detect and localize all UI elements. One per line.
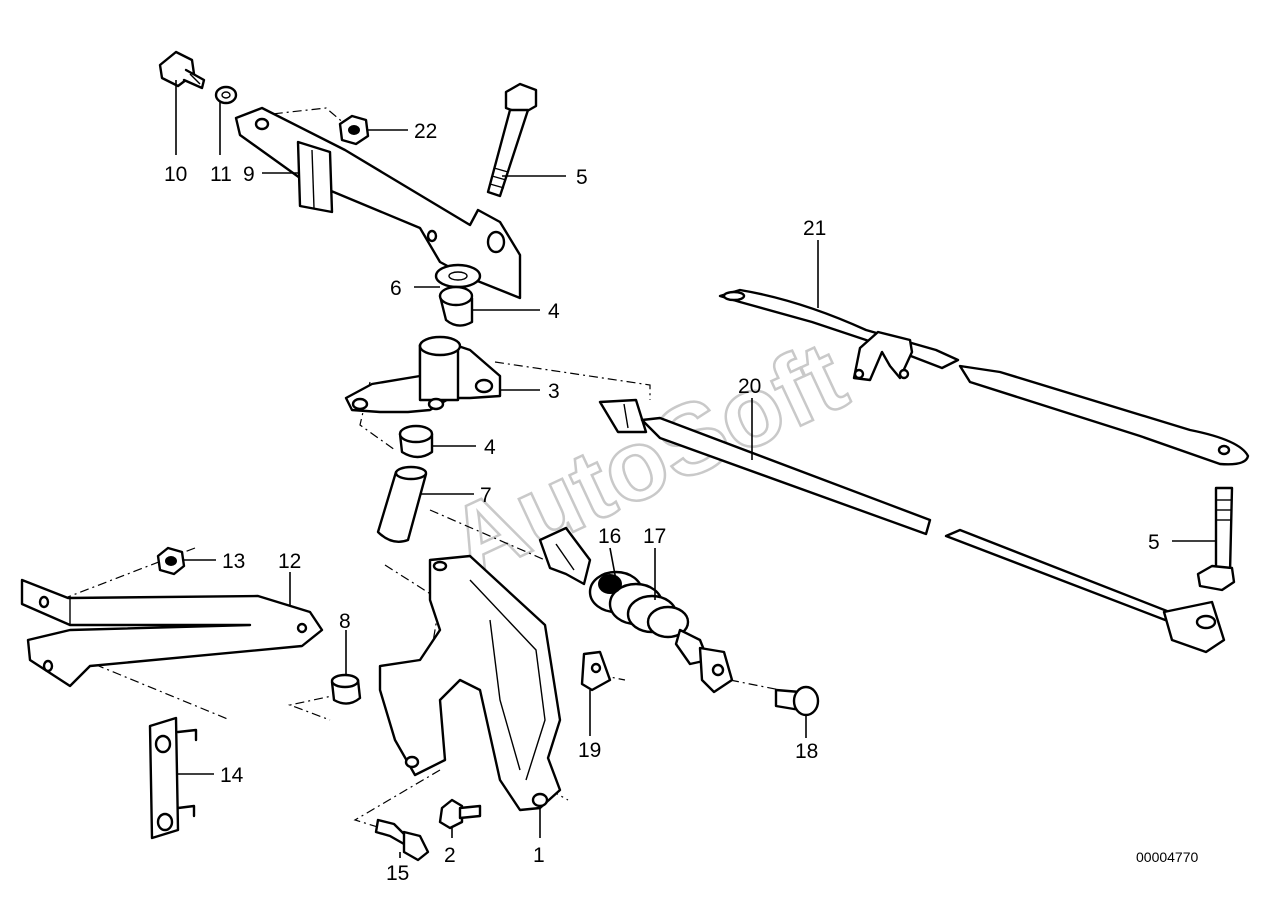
callout-label: 5: [1148, 531, 1160, 554]
washer-6: [434, 263, 482, 289]
callout-label: 10: [164, 163, 187, 186]
washer-11: [214, 85, 238, 105]
callout-label: 12: [278, 550, 301, 573]
callout-label: 6: [390, 277, 402, 300]
rod-21: [718, 288, 1250, 466]
plate-14: [148, 716, 198, 840]
callout-label: 21: [803, 217, 826, 240]
bolt-10: [158, 50, 206, 90]
carrier-3: [344, 335, 502, 414]
bracket-9: [234, 106, 522, 300]
callout-label: 9: [243, 163, 255, 186]
bolt-15: [374, 818, 430, 862]
bracket-12: [20, 578, 324, 688]
callout-label: 15: [386, 862, 409, 885]
callout-label: 19: [578, 739, 601, 762]
callout-label: 13: [222, 550, 245, 573]
bolt-2: [438, 798, 482, 830]
bushing-4-upper: [438, 285, 474, 327]
document-id: 00004770: [1136, 849, 1199, 865]
leader-lines: [175, 80, 1216, 858]
clip-16: [538, 526, 592, 586]
bushing-8: [330, 673, 362, 705]
callout-label: 1: [533, 844, 545, 867]
bolt-5-upper: [486, 82, 538, 198]
callout-label: 14: [220, 764, 244, 787]
callout-label: 22: [414, 120, 437, 143]
clip-19: [580, 650, 612, 692]
rod-20: [598, 398, 1226, 654]
callout-label: 3: [548, 380, 560, 403]
bushing-4-lower: [398, 424, 434, 459]
sleeve-7: [376, 465, 428, 543]
callout-label: 4: [484, 436, 496, 459]
bolt-5-lower: [1196, 486, 1236, 592]
callout-label: 4: [548, 300, 560, 323]
callout-label: 17: [643, 525, 666, 548]
bracket-1: [378, 554, 562, 812]
pin-18: [774, 685, 820, 717]
callout-label: 7: [480, 484, 492, 507]
callouts: 1 2 3 4 4 5 5 6 7 8 9 10 11 12 13 14 15 …: [164, 120, 1160, 885]
callout-label: 11: [210, 163, 232, 186]
nut-22: [338, 114, 370, 146]
callout-label: 18: [795, 740, 818, 763]
boot-17: [588, 570, 734, 694]
callout-label: 5: [576, 166, 588, 189]
callout-label: 16: [598, 525, 621, 548]
nut-13: [156, 546, 186, 576]
callout-label: 8: [339, 610, 351, 633]
callout-label: 20: [738, 375, 761, 398]
callout-label: 2: [444, 844, 456, 867]
